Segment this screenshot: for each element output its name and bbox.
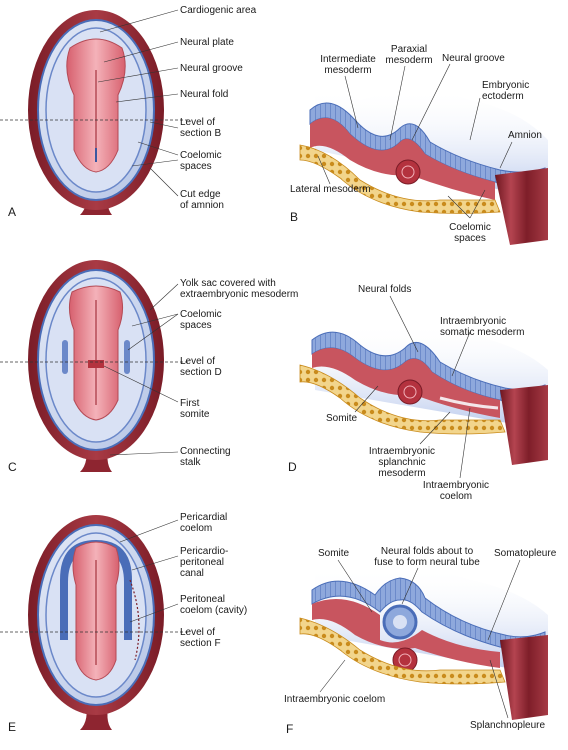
label-intraembryonic-coelom: Intraembryonic coelom (284, 694, 386, 705)
label-neural-groove: Neural groove (442, 53, 505, 64)
label-coelomic: Coelomic (180, 150, 222, 161)
label-level-of: Level of (180, 117, 216, 128)
cut-block (495, 168, 548, 245)
label-cut-edge: Cut edge (180, 189, 221, 200)
label-first: First (180, 398, 200, 409)
yolk-endoderm (299, 144, 501, 214)
label-coelomic: Coelomic (180, 309, 222, 320)
label-fuse-to-form-neural-tube: fuse to form neural tube (374, 557, 480, 568)
label-neural-folds: Neural folds (358, 284, 412, 295)
pericardioperitoneal-canal (60, 540, 132, 640)
label-intraembryonic: Intraembryonic (440, 316, 507, 327)
coelomic-space-left (62, 340, 68, 374)
label-neural-plate: Neural plate (180, 37, 234, 48)
label-level-of: Level of (180, 627, 216, 638)
label-of-amnion: of amnion (180, 200, 224, 211)
label-neural-folds-about-to: Neural folds about to (380, 546, 474, 557)
panel-d-leaders (354, 295, 471, 479)
label-peritoneal: Peritoneal (180, 594, 226, 605)
panel-e-leaders (119, 519, 179, 623)
label-coelomic: Coelomic (449, 222, 491, 233)
label-mesoderm: mesoderm (378, 468, 426, 479)
label-level-of: Level of (180, 356, 216, 367)
label-neural-groove: Neural groove (180, 63, 243, 74)
panel-c-dorsal-view (0, 260, 190, 472)
panel-e-dorsal-view (0, 515, 190, 730)
notochord (397, 379, 423, 405)
label-somite: somite (180, 409, 210, 420)
label-spaces: spaces (454, 233, 486, 244)
panel-letter-a: A (8, 205, 17, 219)
label-paraxial-mesoderm: mesoderm (385, 55, 433, 66)
panel-letter-b: B (290, 210, 299, 224)
label-intermediate: Intermediate (320, 54, 376, 65)
label-connecting: Connecting (180, 446, 231, 457)
label-yolk-sac: Yolk sac covered with (180, 278, 276, 289)
cut-block (500, 635, 548, 720)
label-somatopleure: Somatopleure (494, 548, 557, 559)
panel-b-leaders (317, 63, 513, 219)
label-stalk: stalk (180, 457, 201, 468)
label-lateral-mesoderm: Lateral mesoderm (290, 184, 371, 195)
label-section-d: section D (180, 367, 222, 378)
label-intraembryonic: Intraembryonic (422, 480, 490, 491)
panel-letter-e: E (8, 720, 17, 734)
panel-letter-c: C (8, 460, 17, 474)
label-embryonic: Embryonic (482, 80, 530, 91)
yolk-endoderm (299, 617, 506, 685)
label-splanchnic: splanchnic (378, 457, 426, 468)
label-peritoneal: peritoneal (180, 557, 224, 568)
label-embryonic-ectoderm: ectoderm (482, 91, 524, 102)
panel-a-leaders (97, 9, 179, 197)
cut-block (500, 385, 548, 465)
label-intraembryonic: Intraembryonic (368, 446, 436, 457)
label-coelom: coelom (439, 491, 473, 502)
label-coelom: coelom (180, 523, 213, 534)
label-intermediate-mesoderm: mesoderm (324, 65, 372, 76)
panel-letter-f: F (286, 722, 294, 736)
panel-d-section (299, 322, 548, 465)
yolk-endoderm (299, 364, 506, 435)
label-splanchnopleure: Splanchnopleure (470, 720, 546, 731)
mesoderm-layer (310, 117, 495, 200)
panel-b-section (299, 88, 548, 245)
label-neural-fold: Neural fold (180, 89, 229, 100)
label-cardiogenic-area: Cardiogenic area (180, 5, 257, 16)
label-section-f: section F (180, 638, 221, 649)
label-somite: Somite (318, 548, 350, 559)
label-canal: canal (180, 568, 204, 579)
label-amnion: Amnion (508, 130, 542, 141)
label-pericardio: Pericardio- (180, 546, 229, 557)
notochord (395, 159, 421, 185)
label-paraxial: Paraxial (390, 44, 428, 55)
intraembryonic-coelom (439, 396, 499, 410)
coelom-arrow (129, 579, 140, 661)
label-section-b: section B (180, 128, 222, 139)
label-spaces: spaces (180, 320, 212, 331)
mesoderm-layer (312, 598, 500, 668)
label-somatic-mesoderm: somatic mesoderm (440, 327, 525, 338)
label-coelom-cavity: coelom (cavity) (180, 605, 248, 616)
label-pericardial: Pericardial (180, 512, 228, 523)
panel-f-leaders (319, 559, 521, 719)
coelomic-space-right (124, 340, 130, 374)
panel-a-dorsal-view (0, 10, 190, 215)
label-extraembryonic-mesoderm: extraembryonic mesoderm (180, 289, 299, 300)
panel-letter-d: D (288, 460, 297, 474)
panel-c-leaders (103, 283, 179, 456)
panel-f-section (299, 567, 548, 720)
first-somite-pair (88, 360, 104, 368)
label-spaces: spaces (180, 161, 212, 172)
label-somite: Somite (326, 413, 358, 424)
